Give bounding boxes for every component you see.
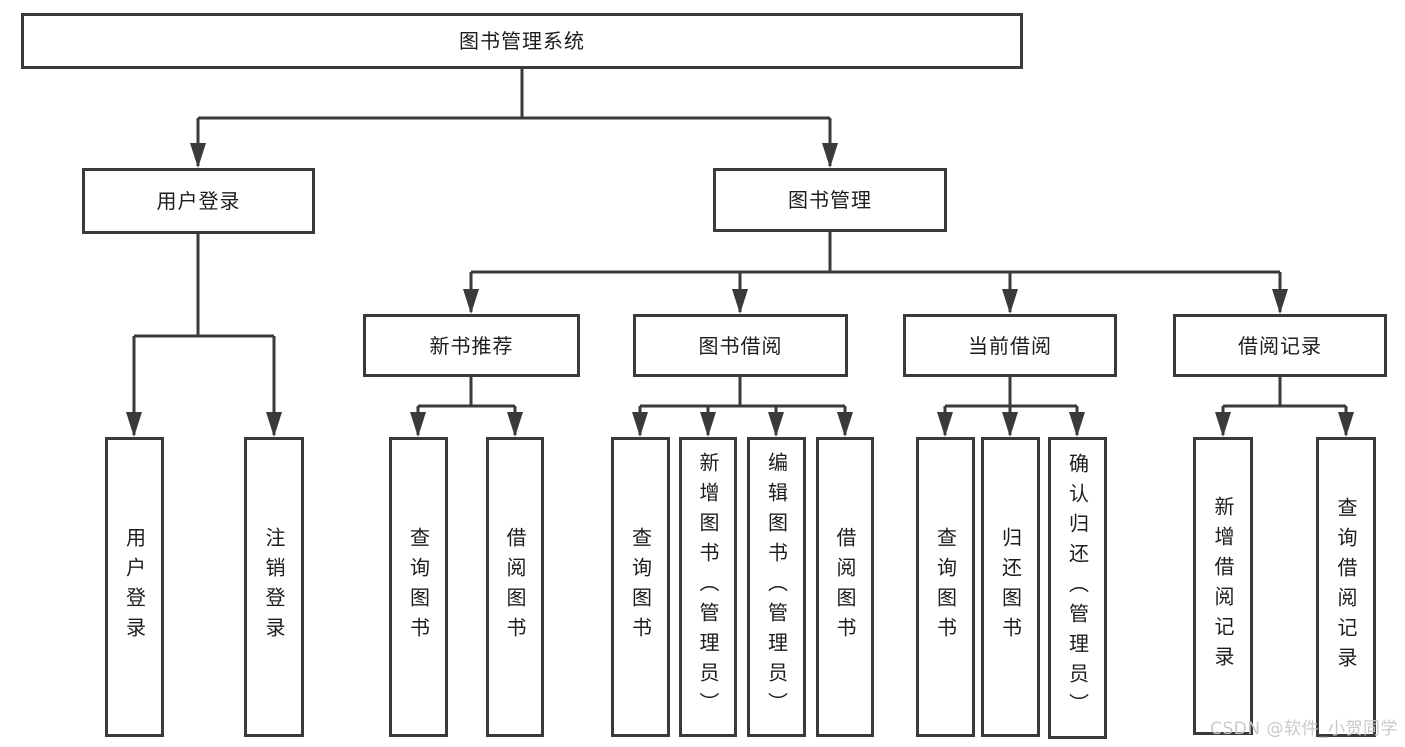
leaf-recommend-query-books-label: 查询图书 [406, 527, 431, 647]
leaf-logout-label: 注销登录 [262, 527, 286, 647]
leaf-current-return-books: 归还图书 [981, 437, 1040, 737]
leaf-borrowing-query-books: 查询图书 [611, 437, 670, 737]
node-book-management-label: 图书管理 [788, 188, 872, 212]
node-borrowing-records-label: 借阅记录 [1238, 333, 1322, 358]
leaf-borrowing-edit-books: 编辑图书（管理员） [747, 437, 806, 737]
node-root-label: 图书管理系统 [459, 29, 585, 53]
leaf-recommend-query-books: 查询图书 [389, 437, 448, 737]
leaf-current-query-books: 查询图书 [916, 437, 975, 737]
leaf-current-query-books-label: 查询图书 [933, 527, 958, 647]
leaf-current-confirm-return: 确认归还（管理员） [1048, 437, 1107, 739]
node-user-login: 用户登录 [82, 168, 315, 234]
leaf-borrowing-edit-books-label: 编辑图书（管理员） [764, 452, 789, 722]
leaf-borrowing-borrow-books: 借阅图书 [816, 437, 874, 737]
leaf-borrowing-add-books: 新增图书（管理员） [679, 437, 737, 737]
leaf-borrowing-query-books-label: 查询图书 [628, 527, 653, 647]
node-new-book-recommend-label: 新书推荐 [429, 333, 514, 358]
leaf-records-add-record-label: 新增借阅记录 [1211, 496, 1235, 676]
leaf-user-login-label: 用户登录 [122, 527, 147, 647]
leaf-borrowing-borrow-books-label: 借阅图书 [833, 527, 857, 647]
node-current-borrowing: 当前借阅 [903, 314, 1117, 377]
leaf-user-login: 用户登录 [105, 437, 164, 737]
leaf-records-query-record: 查询借阅记录 [1316, 437, 1376, 737]
leaf-recommend-borrow-books: 借阅图书 [486, 437, 544, 737]
leaf-records-add-record: 新增借阅记录 [1193, 437, 1253, 735]
edge-new-book-recommend-to-leaves [410, 377, 523, 437]
leaf-records-query-record-label: 查询借阅记录 [1334, 497, 1358, 677]
leaf-logout: 注销登录 [244, 437, 304, 737]
node-user-login-label: 用户登录 [156, 189, 241, 213]
node-book-borrowing-label: 图书借阅 [698, 333, 783, 358]
leaf-recommend-borrow-books-label: 借阅图书 [503, 527, 527, 647]
edge-book-borrowing-to-leaves [632, 377, 853, 437]
node-current-borrowing-label: 当前借阅 [968, 333, 1052, 358]
edge-user-login-to-leaves [126, 234, 282, 437]
node-book-borrowing: 图书借阅 [633, 314, 848, 377]
edge-root-to-level2 [190, 69, 838, 168]
node-root: 图书管理系统 [21, 13, 1023, 69]
edge-borrowing-records-to-leaves [1215, 377, 1354, 437]
leaf-current-return-books-label: 归还图书 [998, 527, 1023, 647]
node-borrowing-records: 借阅记录 [1173, 314, 1387, 377]
node-new-book-recommend: 新书推荐 [363, 314, 580, 377]
leaf-borrowing-add-books-label: 新增图书（管理员） [696, 452, 720, 722]
node-book-management: 图书管理 [713, 168, 947, 232]
edge-current-borrowing-to-leaves [937, 377, 1085, 437]
edge-book-management-to-level3 [463, 232, 1288, 314]
leaf-current-confirm-return-label: 确认归还（管理员） [1065, 453, 1090, 723]
